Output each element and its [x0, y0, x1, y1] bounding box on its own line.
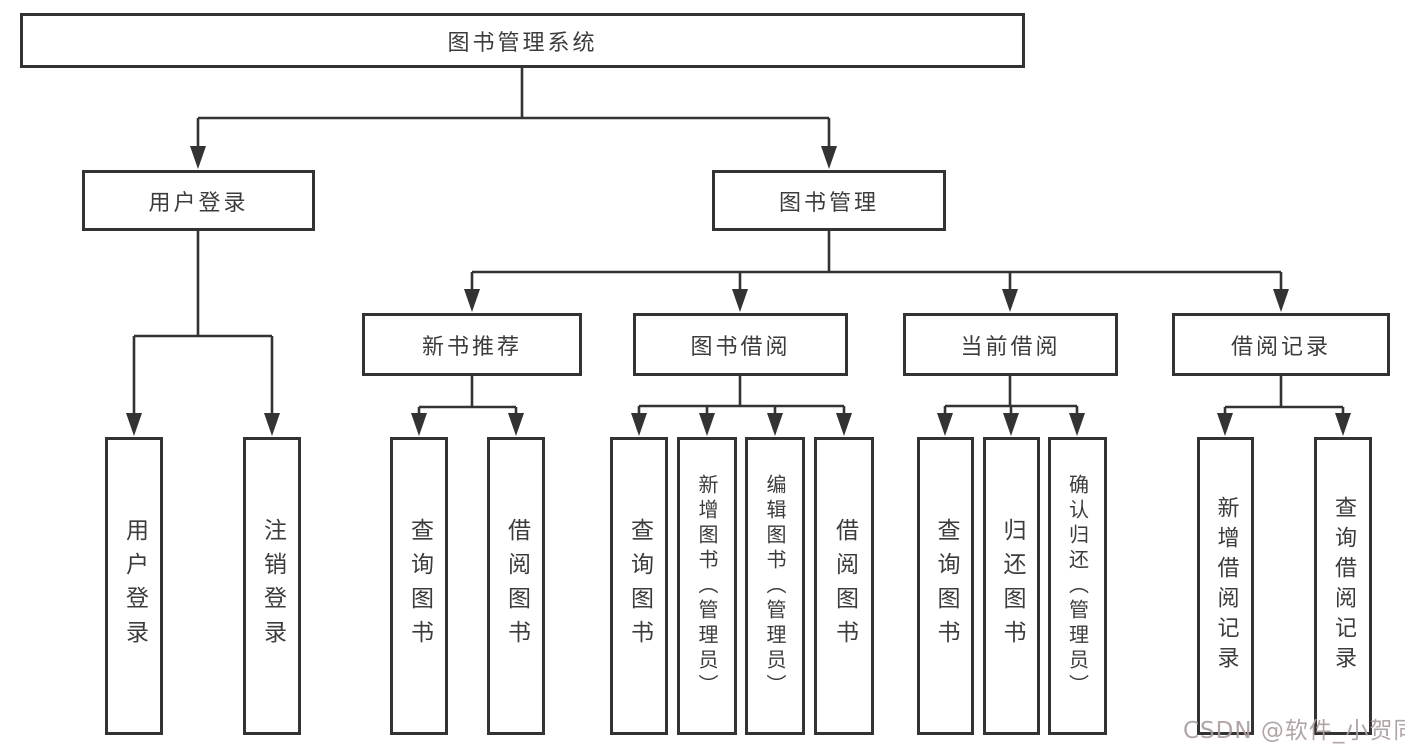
arrow-icon — [464, 289, 480, 312]
leaf-newbooks-borrow: 借阅图书 — [487, 437, 545, 735]
leaf-borrow-add-admin: 新增图书（管理员） — [677, 437, 737, 735]
leaf-borrow-edit-admin-label: 编辑图书（管理员） — [763, 473, 787, 699]
node-user-login-label: 用户登录 — [148, 190, 249, 216]
connector-new-books — [417, 376, 518, 418]
node-borrow-records-label: 借阅记录 — [1230, 334, 1331, 360]
arrow-icon — [508, 413, 524, 436]
leaf-user-login-label: 用户登录 — [121, 518, 148, 654]
leaf-borrow-query-label: 查询图书 — [626, 518, 653, 654]
leaf-user-login: 用户登录 — [105, 437, 163, 735]
arrow-icon — [1003, 413, 1019, 436]
node-root-label: 图书管理系统 — [447, 30, 598, 56]
node-borrow-records: 借阅记录 — [1172, 313, 1390, 376]
node-book-management: 图书管理 — [712, 170, 946, 231]
node-current-borrow: 当前借阅 — [903, 313, 1118, 376]
watermark: CSDN @软件_小贺同学 — [1183, 718, 1405, 744]
connector-borrow-records — [1223, 376, 1345, 418]
leaf-records-add-label: 新增借阅记录 — [1213, 496, 1239, 676]
arrow-icon — [732, 289, 748, 312]
leaf-current-query: 查询图书 — [917, 437, 974, 735]
node-user-login: 用户登录 — [82, 170, 315, 231]
leaf-borrow-borrow-label: 借阅图书 — [831, 518, 858, 654]
leaf-current-query-label: 查询图书 — [933, 518, 959, 654]
node-new-book-recommend-label: 新书推荐 — [421, 334, 522, 360]
leaf-logout-label: 注销登录 — [259, 518, 286, 654]
node-current-borrow-label: 当前借阅 — [960, 334, 1061, 360]
arrow-icon — [1217, 413, 1233, 436]
node-new-book-recommend: 新书推荐 — [362, 313, 582, 376]
leaf-logout: 注销登录 — [243, 437, 301, 735]
arrow-icon — [1335, 413, 1351, 436]
leaf-records-query-label: 查询借阅记录 — [1331, 496, 1356, 676]
leaf-current-return: 归还图书 — [983, 437, 1040, 735]
leaf-borrow-query: 查询图书 — [610, 437, 668, 735]
arrow-icon — [767, 413, 783, 436]
connector-book-mgmt — [470, 231, 1283, 294]
arrow-icon — [937, 413, 953, 436]
leaf-current-return-label: 归还图书 — [999, 518, 1025, 654]
arrow-icon — [699, 413, 715, 436]
arrow-icon — [836, 413, 852, 436]
leaf-borrow-borrow: 借阅图书 — [814, 437, 874, 735]
arrowheads — [126, 146, 1351, 436]
node-book-management-label: 图书管理 — [778, 190, 879, 216]
node-root: 图书管理系统 — [20, 13, 1025, 68]
connector-book-borrow — [637, 376, 846, 418]
node-book-borrow-label: 图书借阅 — [690, 334, 791, 360]
leaf-records-add: 新增借阅记录 — [1197, 437, 1254, 735]
leaf-records-query: 查询借阅记录 — [1314, 437, 1372, 735]
leaf-newbooks-query: 查询图书 — [390, 437, 448, 735]
arrow-icon — [190, 146, 206, 169]
arrow-icon — [1273, 289, 1289, 312]
node-book-borrow: 图书借阅 — [633, 313, 848, 376]
leaf-newbooks-borrow-label: 借阅图书 — [503, 518, 530, 654]
arrow-icon — [1069, 413, 1085, 436]
arrow-icon — [126, 413, 142, 436]
leaf-borrow-edit-admin: 编辑图书（管理员） — [745, 437, 805, 735]
leaf-borrow-add-admin-label: 新增图书（管理员） — [695, 473, 719, 699]
connector-user-login — [132, 231, 274, 418]
connector-root — [196, 68, 831, 150]
arrow-icon — [1002, 289, 1018, 312]
leaf-newbooks-query-label: 查询图书 — [406, 518, 433, 654]
arrow-icon — [411, 413, 427, 436]
arrow-icon — [631, 413, 647, 436]
connector-current-borrow — [943, 376, 1079, 418]
leaf-current-confirm-admin: 确认归还（管理员） — [1048, 437, 1107, 735]
arrow-icon — [821, 146, 837, 169]
leaf-current-confirm-admin-label: 确认归还（管理员） — [1065, 473, 1090, 699]
arrow-icon — [264, 413, 280, 436]
